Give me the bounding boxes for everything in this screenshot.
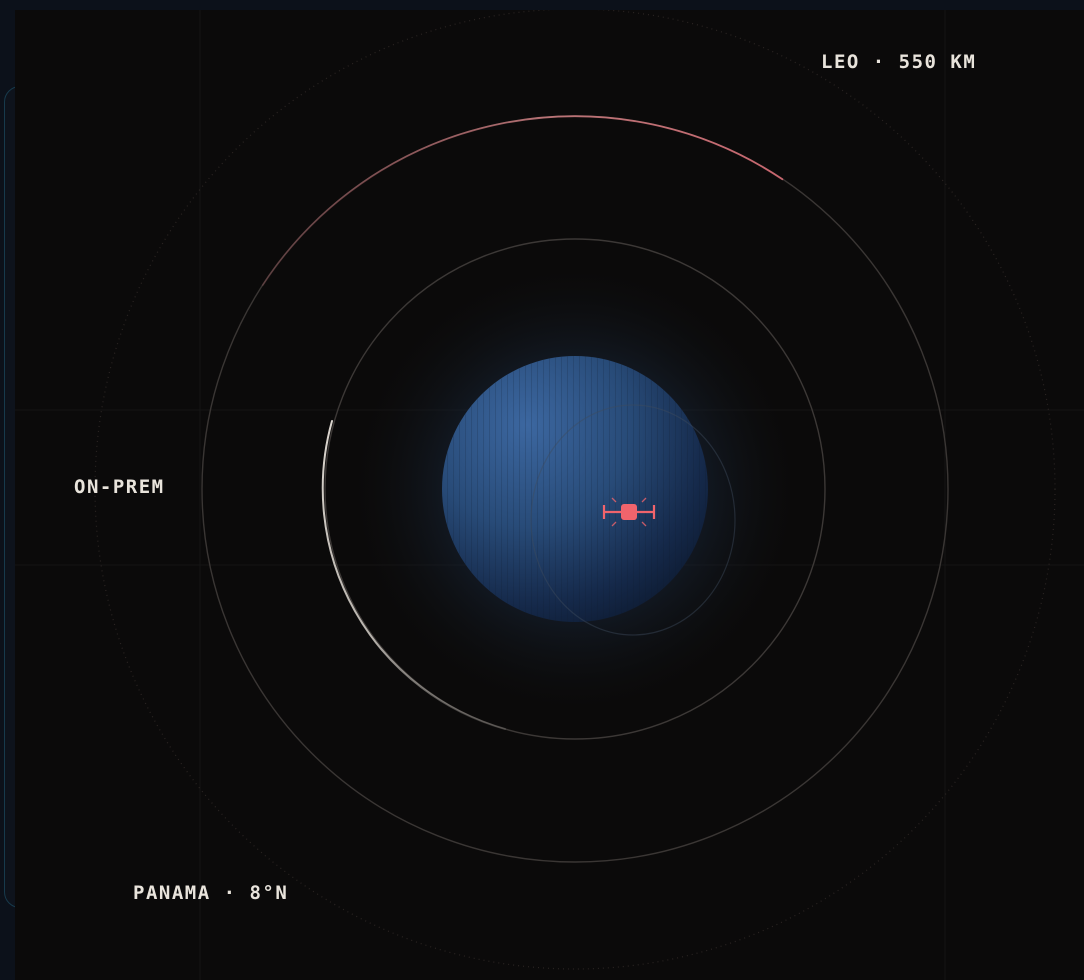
satellite-icon[interactable] (602, 497, 656, 527)
on-prem-label: ON-PREM (74, 476, 165, 498)
orbit-path-white-arc (321, 420, 506, 730)
orbit-altitude-label: LEO · 550 KM (821, 51, 977, 73)
outer-orbit-ring (94, 10, 1056, 970)
orbit-visualization: LEO · 550 KM ON-PREM PANAMA · 8°N (15, 10, 1084, 980)
satellite-ground-track (530, 404, 736, 636)
inner-orbit-ring (324, 238, 826, 740)
planet (442, 356, 708, 622)
orbit-path-red-arc (261, 115, 784, 286)
orbit-diagram (15, 10, 1084, 980)
location-label: PANAMA · 8°N (133, 882, 289, 904)
